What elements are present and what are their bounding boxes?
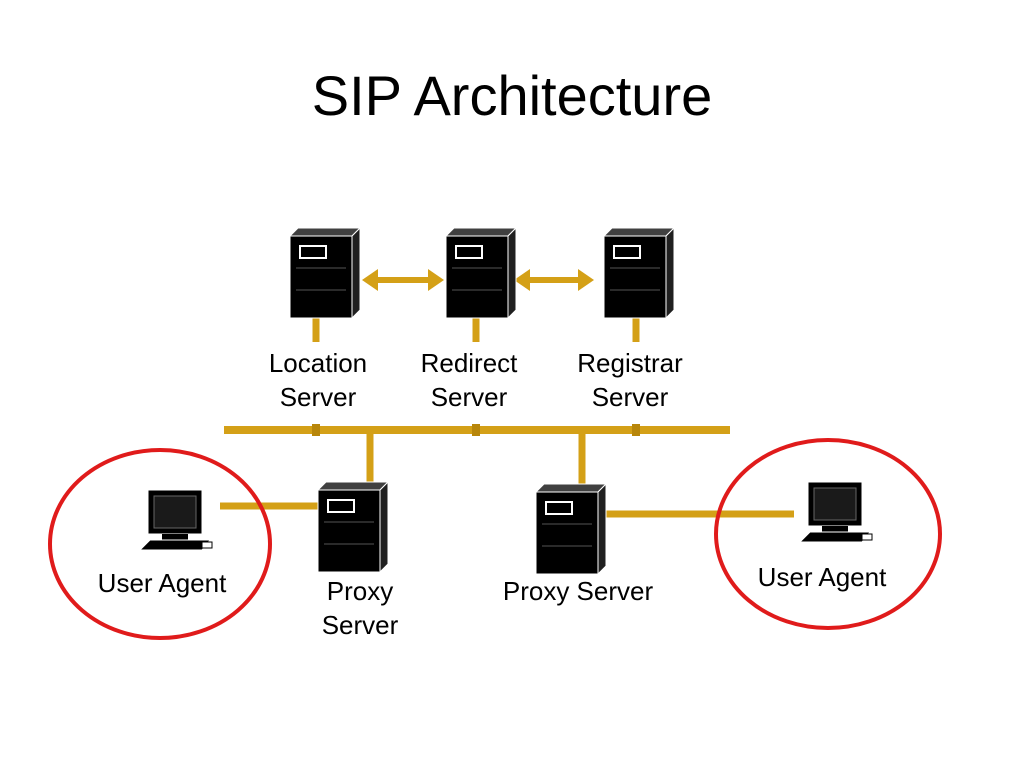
double-arrow-icon: [362, 269, 444, 291]
location-server-label-line2: Server: [280, 382, 357, 412]
highlight-ring-right: [714, 438, 942, 630]
redirect-server-icon: [445, 227, 517, 319]
user-agent-right-label: User Agent: [758, 562, 887, 592]
registrar-server-label-line1: Registrar: [577, 348, 683, 378]
proxy-server-left-label-line1: Proxy: [327, 576, 393, 606]
redirect-server-label-line1: Redirect: [421, 348, 519, 378]
user-agent-left-icon: [139, 489, 213, 551]
redirect-server-label-line2: Server: [431, 382, 508, 412]
location-server-icon: [289, 227, 361, 319]
proxy-server-left-label-line2: Server: [322, 610, 399, 640]
bus-tap-redirect: [472, 424, 480, 436]
user-agent-left-label: User Agent: [98, 568, 227, 598]
proxy-server-right-label: Proxy Server: [503, 576, 654, 606]
proxy-server-left-icon: [317, 481, 389, 573]
double-arrow-icon: [514, 269, 594, 291]
highlight-ring-left: [48, 448, 272, 640]
user-agent-right-icon: [799, 481, 873, 543]
bus-tap-location: [312, 424, 320, 436]
registrar-server-icon: [603, 227, 675, 319]
location-server-label-line1: Location: [269, 348, 367, 378]
bus-tap-registrar: [632, 424, 640, 436]
proxy-server-right-icon: [535, 483, 607, 575]
page-title: SIP Architecture: [311, 64, 713, 127]
registrar-server-label-line2: Server: [592, 382, 669, 412]
